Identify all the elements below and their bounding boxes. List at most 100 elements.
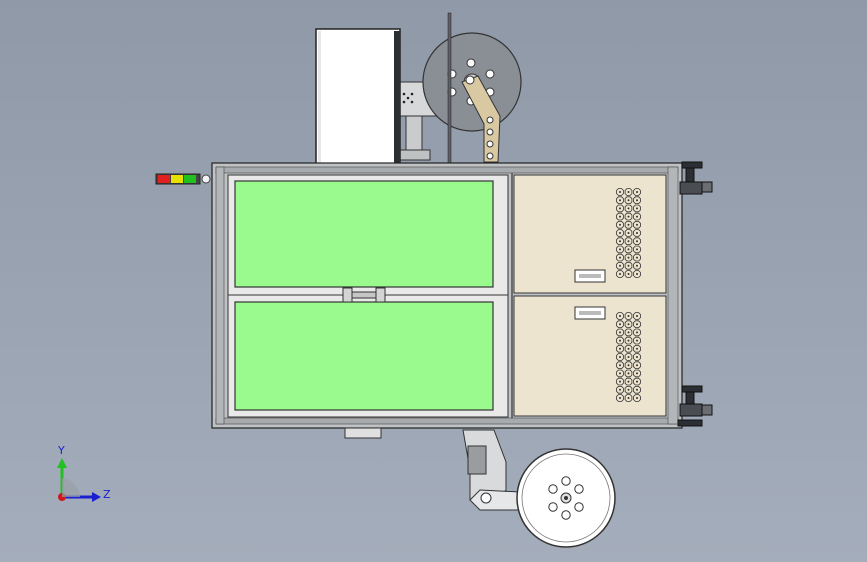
vent-slot	[633, 196, 641, 205]
vent-slot	[624, 328, 633, 337]
vent-slot	[616, 385, 624, 394]
vent-slot	[633, 336, 641, 345]
vent-dot	[636, 347, 638, 350]
vent-dot	[627, 256, 630, 259]
top-post-base	[399, 149, 431, 161]
vent-slot	[624, 212, 633, 221]
vent-slot	[624, 245, 633, 254]
vent-slot	[616, 336, 624, 345]
vent-dot	[636, 215, 638, 218]
vent-slot	[624, 261, 633, 270]
vent-dot	[636, 315, 638, 317]
lower-vent-grid	[616, 312, 641, 402]
vent-dot	[636, 232, 638, 234]
vent-dot	[627, 388, 630, 391]
upper-door-window[interactable]	[234, 180, 494, 288]
vent-slot	[633, 320, 641, 329]
bottom-reel-holes	[548, 476, 584, 520]
access-doors	[227, 174, 509, 418]
vent-slot	[616, 353, 624, 361]
vent-dot	[619, 347, 621, 350]
vent-slot	[624, 312, 633, 320]
vent-slot	[616, 344, 624, 353]
top-dancer-arm[interactable]	[461, 75, 501, 163]
vent-slot	[624, 204, 633, 213]
vent-dot	[636, 380, 638, 383]
vent-dot	[627, 223, 630, 226]
vent-slot	[633, 253, 641, 262]
vent-slot	[633, 237, 641, 246]
vent-slot	[616, 261, 624, 270]
vent-dot	[619, 388, 621, 391]
vent-dot	[627, 364, 630, 367]
vent-dot	[619, 273, 621, 275]
vent-slot	[616, 188, 624, 196]
vent-dot	[627, 248, 630, 251]
lower-door-window[interactable]	[234, 301, 494, 411]
vent-slot	[624, 353, 633, 361]
vent-slot	[633, 245, 641, 254]
vent-dot	[627, 372, 630, 375]
vent-slot	[633, 361, 641, 370]
vent-dot	[627, 331, 630, 334]
vent-dot	[636, 331, 638, 334]
vent-dot	[627, 315, 630, 317]
vent-slot	[624, 336, 633, 345]
vent-dot	[627, 380, 630, 383]
vent-dot	[636, 248, 638, 251]
vent-slot	[624, 229, 633, 237]
coordinate-triad: Y Z	[57, 444, 111, 502]
vent-dot	[636, 388, 638, 391]
vent-dot	[619, 372, 621, 375]
vent-slot	[633, 377, 641, 386]
top-enclosure	[315, 28, 401, 166]
vent-slot	[624, 369, 633, 378]
signal-tower	[155, 173, 211, 185]
signal-light-red	[158, 175, 170, 183]
vent-dot	[619, 232, 621, 234]
bottom-handle[interactable]	[344, 427, 382, 439]
vent-slot	[616, 369, 624, 378]
vent-slot	[624, 385, 633, 394]
vent-dot	[619, 315, 621, 317]
vent-slot	[624, 344, 633, 353]
vent-dot	[619, 256, 621, 259]
vent-dot	[627, 232, 630, 234]
vent-dot	[636, 323, 638, 326]
vent-slot	[633, 369, 641, 378]
vent-dot	[619, 223, 621, 226]
vent-slot	[616, 237, 624, 246]
vent-dot	[636, 223, 638, 226]
vent-dot	[636, 207, 638, 210]
vent-dot	[627, 323, 630, 326]
signal-light-yellow	[171, 175, 183, 183]
vent-dot	[636, 364, 638, 367]
vent-dot	[627, 339, 630, 342]
vent-slot	[616, 229, 624, 237]
vent-slot	[633, 385, 641, 394]
vent-dot	[619, 191, 621, 193]
vent-dot	[636, 339, 638, 342]
vent-dot	[636, 264, 638, 267]
vent-slot	[624, 196, 633, 205]
vent-dot	[619, 356, 621, 358]
vent-dot	[619, 248, 621, 251]
vent-dot	[627, 199, 630, 202]
vent-slot	[633, 261, 641, 270]
vent-slot	[633, 212, 641, 221]
vent-dot	[619, 215, 621, 218]
vent-dot	[627, 397, 630, 399]
vent-dot	[627, 240, 630, 243]
vent-dot	[627, 264, 630, 267]
vent-dot	[619, 331, 621, 334]
vent-slot	[624, 361, 633, 370]
vent-dot	[619, 240, 621, 243]
mount-plate-holes	[402, 92, 414, 104]
vent-dot	[636, 191, 638, 193]
vent-dot	[619, 339, 621, 342]
vent-slot	[616, 320, 624, 329]
vent-slot	[616, 328, 624, 337]
vent-slot	[616, 220, 624, 229]
vent-dot	[619, 364, 621, 367]
